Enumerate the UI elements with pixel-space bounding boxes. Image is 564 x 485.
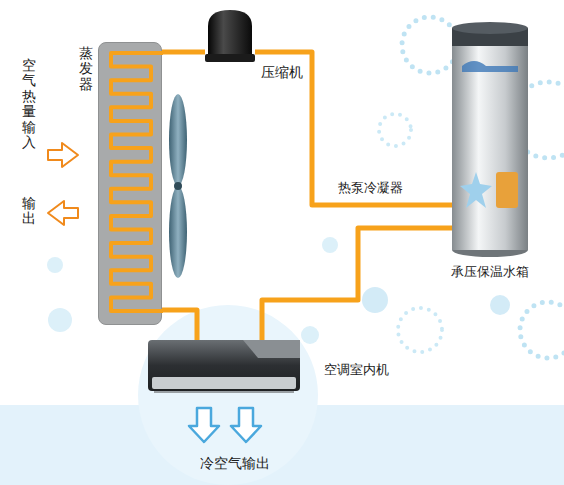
bubble <box>48 308 72 332</box>
air-out-arrow <box>48 201 78 225</box>
compressor-body <box>208 10 252 56</box>
indoor-unit: 空调室内机 <box>148 340 300 395</box>
air-out-label: 输出 <box>22 196 36 227</box>
air-in-arrow <box>48 143 78 167</box>
compressor-base <box>205 54 255 62</box>
refrigerant-pipe <box>255 52 452 205</box>
compressor: 压缩机 <box>205 8 255 62</box>
glow-circle <box>138 305 318 485</box>
label-holder: 空气热量输入 <box>22 58 36 150</box>
tank-logo <box>462 61 518 72</box>
tank-badge <box>496 172 518 208</box>
indoor-unit-louver <box>154 391 294 393</box>
tank-top <box>452 22 528 34</box>
dot-ring <box>379 114 411 146</box>
bubble <box>362 287 388 313</box>
indoor-unit-panel <box>243 340 300 358</box>
dot-ring <box>402 17 458 73</box>
cold-air-arrow <box>231 408 261 442</box>
refrigerant-pipe <box>262 228 452 340</box>
dot-ring <box>398 308 442 352</box>
bubble <box>490 295 510 315</box>
indoor-unit-art <box>148 340 300 395</box>
evaporator-art <box>99 43 163 326</box>
label-holder: 输出 <box>22 196 36 227</box>
indoor-unit-vent <box>152 377 296 389</box>
part-label: 压缩机 <box>261 64 311 81</box>
fan-blade <box>169 186 187 278</box>
bubble <box>322 237 338 253</box>
evaporator: 蒸发器 <box>98 42 162 325</box>
indoor-unit-body <box>148 340 300 391</box>
refrigerant-pipe <box>162 310 197 340</box>
label-holder: 冷空气输出 <box>200 455 270 472</box>
evaporator-coil <box>111 53 163 311</box>
cold-air-arrow <box>189 408 219 442</box>
tank-body <box>452 32 528 250</box>
fan-hub <box>174 182 182 190</box>
part-label: 承压保温水箱 <box>435 264 545 280</box>
compressor-art <box>205 8 255 62</box>
part-label: 蒸发器 <box>79 46 93 92</box>
label-holder: 热泵冷凝器 <box>338 180 403 196</box>
tank-emblem <box>460 172 492 208</box>
dot-ring <box>520 302 564 358</box>
air-heat-in-label: 空气热量输入 <box>22 58 36 150</box>
cold-air-label: 冷空气输出 <box>200 455 270 472</box>
refrigerant-pipe <box>162 50 205 55</box>
bubble <box>301 326 319 344</box>
part-label: 空调室内机 <box>324 362 476 378</box>
water-tank: 承压保温水箱 <box>452 22 528 258</box>
bubble <box>47 257 63 273</box>
fan-blade <box>169 94 187 186</box>
water-tank-art <box>452 22 528 258</box>
condenser-label: 热泵冷凝器 <box>338 180 403 196</box>
